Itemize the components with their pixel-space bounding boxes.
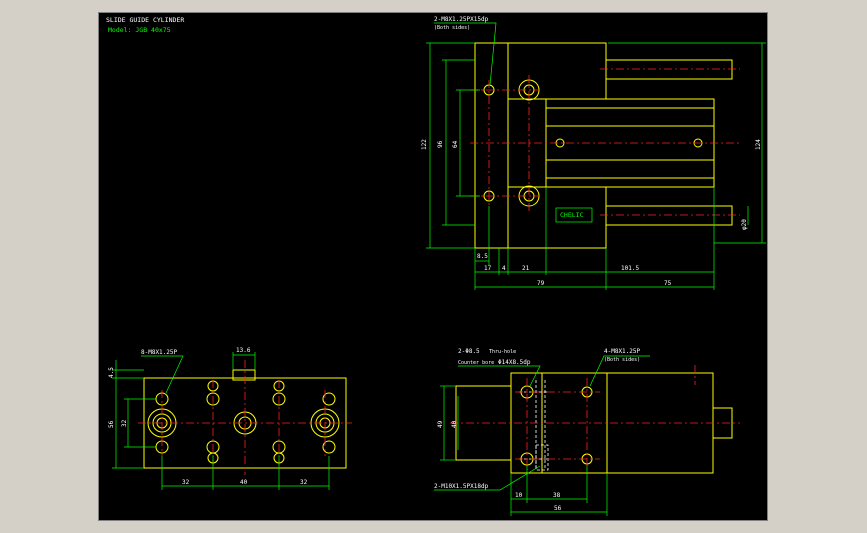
dim-17: 17 [484, 265, 492, 272]
top-view-lower-rod [605, 205, 733, 226]
brand-label: CHELIC [560, 211, 584, 219]
brand-label-box [555, 207, 593, 223]
dim-4-5: 4.5 [108, 367, 115, 378]
side-thru-note: Thru-hole [489, 349, 516, 355]
dim-75: 75 [664, 280, 672, 287]
top-view-upper-rod [605, 59, 733, 80]
side-thru-callout: 2-Φ8.5 [458, 348, 480, 355]
drawing-model: Model: JGB 40x75 [108, 26, 171, 34]
side-counterbore-callout: Counter bore [458, 360, 494, 366]
side-tapped-callout: 4-M8X1.25P [604, 348, 641, 355]
front-view-boss [232, 369, 256, 381]
dim-21: 21 [522, 265, 530, 272]
side-dim-56: 56 [554, 505, 562, 512]
side-counterbore-value: Φ14X8.5dp [498, 359, 531, 366]
top-view-upper-block [507, 42, 607, 100]
dim-56: 56 [108, 420, 115, 428]
side-dim-40: 40 [451, 420, 458, 428]
dim-13-6: 13.6 [236, 347, 251, 354]
front-tapped-hole [322, 440, 336, 454]
dim-32-right: 32 [300, 479, 308, 486]
dim-32-left: 32 [182, 479, 190, 486]
front-view: 8-M8X1.25P 13.6 4.5 56 32 32 40 32 [108, 347, 352, 490]
dim-8-5: 8.5 [477, 253, 488, 260]
top-view-left-plate [474, 42, 509, 249]
side-tapped-note: (Both sides) [604, 357, 640, 363]
dim-101-5: 101.5 [621, 265, 639, 272]
drawing-title: SLIDE GUIDE CYLINDER [106, 16, 184, 24]
dim-40: 40 [240, 479, 248, 486]
side-bottom-callout: 2-M10X1.5PX18dp [434, 483, 489, 490]
front-tapped-callout: 8-M8X1.25P [141, 349, 178, 356]
dim-phi20: φ20 [741, 219, 748, 230]
top-view: CHELIC 2-M8X1.25PX15dp (Both sides) 122 … [421, 16, 766, 290]
dim-124: 124 [755, 139, 762, 150]
side-dim-10: 10 [515, 492, 523, 499]
top-view-tapped-note: (Both sides) [434, 25, 470, 31]
dim-32-vertical: 32 [121, 419, 128, 427]
cad-drawing-viewport[interactable] [98, 12, 768, 521]
dim-4: 4 [502, 265, 506, 272]
side-dim-49: 49 [437, 420, 444, 428]
dim-122: 122 [421, 139, 428, 150]
dim-64: 64 [452, 140, 459, 148]
front-tapped-hole [322, 392, 336, 406]
side-dim-38: 38 [553, 492, 561, 499]
dim-79: 79 [537, 280, 545, 287]
dim-96: 96 [437, 140, 444, 148]
top-view-tapped-callout: 2-M8X1.25PX15dp [434, 16, 489, 23]
side-view: 2-Φ8.5 Thru-hole Counter bore Φ14X8.5dp … [434, 348, 740, 516]
